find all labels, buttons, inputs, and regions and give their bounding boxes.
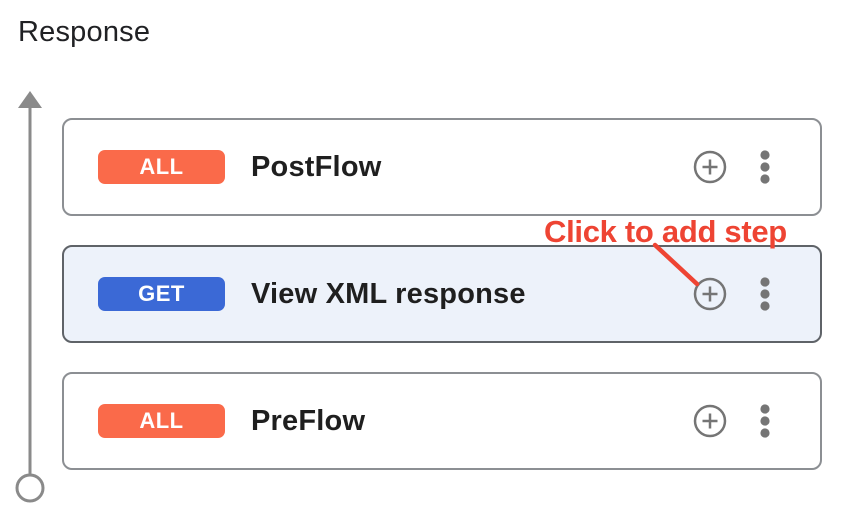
card-actions	[693, 276, 771, 312]
method-badge: ALL	[98, 404, 225, 438]
kebab-menu-icon	[760, 150, 770, 184]
method-badge: ALL	[98, 150, 225, 184]
flow-card-postflow[interactable]: ALL PostFlow	[62, 118, 822, 216]
flow-card-preflow[interactable]: ALL PreFlow	[62, 372, 822, 470]
flow-start-circle-icon	[15, 473, 45, 503]
more-options-button[interactable]	[759, 276, 771, 312]
page-title: Response	[18, 16, 151, 48]
plus-circle-icon	[693, 404, 727, 438]
flow-name-label: PostFlow	[251, 150, 382, 183]
add-step-button[interactable]	[693, 277, 727, 311]
flow-direction-arrow-icon	[15, 91, 45, 503]
plus-circle-icon	[693, 150, 727, 184]
arrowhead-icon	[18, 91, 42, 108]
kebab-menu-icon	[760, 404, 770, 438]
flow-card-list: ALL PostFlow	[62, 118, 822, 470]
add-step-button[interactable]	[693, 404, 727, 438]
flow-name-label: PreFlow	[251, 404, 366, 437]
add-step-button[interactable]	[693, 150, 727, 184]
card-actions	[693, 149, 771, 185]
method-badge: GET	[98, 277, 225, 311]
flow-name-label: View XML response	[251, 277, 526, 310]
flow-card-view-xml-response[interactable]: GET View XML response	[62, 245, 822, 343]
plus-circle-icon	[693, 277, 727, 311]
more-options-button[interactable]	[759, 403, 771, 439]
more-options-button[interactable]	[759, 149, 771, 185]
kebab-menu-icon	[760, 277, 770, 311]
annotation-text: Click to add step	[544, 214, 787, 249]
card-actions	[693, 403, 771, 439]
annotation-pointer-line	[652, 242, 700, 287]
